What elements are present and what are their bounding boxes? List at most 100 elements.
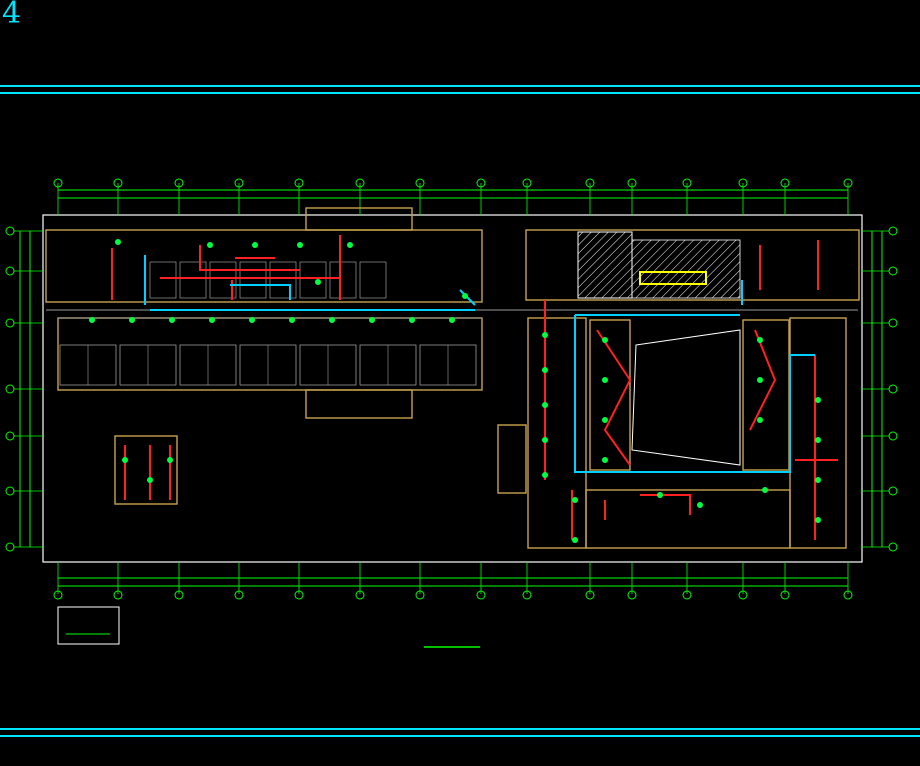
fixture-33 xyxy=(697,502,703,508)
axis-bubble-bottom-2 xyxy=(113,590,123,600)
axis-bubble-left-7 xyxy=(5,542,15,552)
frame-lines xyxy=(0,85,920,737)
fixture-6 xyxy=(89,317,95,323)
fixture-24 xyxy=(602,457,608,463)
drain-pipe-13 xyxy=(640,494,691,515)
fixture-21 xyxy=(602,337,608,343)
axis-bubble-right-1 xyxy=(888,226,898,236)
fixture-9 xyxy=(209,317,215,323)
axis-bubble-top-7 xyxy=(415,178,425,188)
west-wing-south-block xyxy=(57,317,483,391)
courtyard-outline xyxy=(631,329,741,466)
fixture-31 xyxy=(815,517,821,523)
fixture-12 xyxy=(329,317,335,323)
fixture-15 xyxy=(449,317,455,323)
axis-bubble-bottom-13 xyxy=(738,590,748,600)
service-room-5 xyxy=(269,261,297,299)
fixture-20 xyxy=(542,472,548,478)
east-wing-west-block xyxy=(527,317,587,549)
axis-bubble-top-9 xyxy=(522,178,532,188)
drain-pipe-3 xyxy=(199,245,300,271)
detached-stair-block xyxy=(114,435,178,505)
side-annex-block xyxy=(497,424,527,494)
axis-bubble-top-14 xyxy=(780,178,790,188)
fixture-4 xyxy=(297,242,303,248)
axis-bubble-left-4 xyxy=(5,384,15,394)
service-room-3 xyxy=(209,261,237,299)
axis-bubble-top-11 xyxy=(627,178,637,188)
axis-bubble-top-4 xyxy=(234,178,244,188)
fixture-38 xyxy=(147,477,153,483)
axis-bubble-bottom-12 xyxy=(682,590,692,600)
axis-bubble-bottom-4 xyxy=(234,590,244,600)
axis-bubble-right-6 xyxy=(888,486,898,496)
fixture-35 xyxy=(572,497,578,503)
service-room-7 xyxy=(329,261,357,299)
fixture-23 xyxy=(602,417,608,423)
fixture-14 xyxy=(409,317,415,323)
fixture-26 xyxy=(757,377,763,383)
axis-bubble-bottom-1 xyxy=(53,590,63,600)
dimension-chains xyxy=(19,189,883,587)
axis-bubble-top-2 xyxy=(113,178,123,188)
highlighted-equipment xyxy=(639,271,707,285)
axis-bubble-top-10 xyxy=(585,178,595,188)
axis-bubble-bottom-10 xyxy=(585,590,595,600)
fixture-2 xyxy=(207,242,213,248)
service-room-1 xyxy=(149,261,177,299)
axis-bubble-bottom-5 xyxy=(294,590,304,600)
axis-bubble-top-6 xyxy=(355,178,365,188)
axis-bubble-bottom-14 xyxy=(780,590,790,600)
fixture-13 xyxy=(369,317,375,323)
north-entry-block xyxy=(305,207,413,231)
axis-grid-layer xyxy=(5,178,898,600)
fixture-37 xyxy=(122,457,128,463)
axis-bubble-bottom-3 xyxy=(174,590,184,600)
axis-bubble-top-12 xyxy=(682,178,692,188)
axis-bubble-top-5 xyxy=(294,178,304,188)
plan-outline xyxy=(42,214,863,563)
fixture-40 xyxy=(315,279,321,285)
axis-bubble-bottom-6 xyxy=(355,590,365,600)
vent-pipe-5 xyxy=(574,315,815,473)
fixture-27 xyxy=(757,417,763,423)
fixture-41 xyxy=(462,293,468,299)
fixture-39 xyxy=(167,457,173,463)
service-room-4 xyxy=(239,261,267,299)
axis-bubble-right-5 xyxy=(888,431,898,441)
axis-bubble-top-13 xyxy=(738,178,748,188)
drain-pipe-9 xyxy=(749,329,777,431)
fixture-28 xyxy=(815,397,821,403)
fixture-36 xyxy=(572,537,578,543)
axis-bubble-top-15 xyxy=(843,178,853,188)
fixture-29 xyxy=(815,437,821,443)
fixture-32 xyxy=(657,492,663,498)
fixture-30 xyxy=(815,477,821,483)
fixture-19 xyxy=(542,437,548,443)
fixture-3 xyxy=(252,242,258,248)
axis-bubble-bottom-9 xyxy=(522,590,532,600)
axis-bubble-right-3 xyxy=(888,318,898,328)
axis-bubble-top-3 xyxy=(174,178,184,188)
axis-bubble-top-8 xyxy=(476,178,486,188)
axis-bubble-left-1 xyxy=(5,226,15,236)
fixture-22 xyxy=(602,377,608,383)
fixture-5 xyxy=(347,242,353,248)
axis-bubble-left-5 xyxy=(5,431,15,441)
east-wing-east-block xyxy=(789,317,847,549)
axis-bubble-right-4 xyxy=(888,384,898,394)
hatched-void-area xyxy=(631,239,741,299)
service-room-6 xyxy=(299,261,327,299)
axis-bubble-bottom-8 xyxy=(476,590,486,600)
fixture-17 xyxy=(542,367,548,373)
pipes-layer xyxy=(111,235,838,540)
fixture-34 xyxy=(762,487,768,493)
fixture-18 xyxy=(542,402,548,408)
hatched-core-area xyxy=(577,231,633,299)
axis-bubble-left-3 xyxy=(5,318,15,328)
fixture-11 xyxy=(289,317,295,323)
west-wing-north-block xyxy=(45,229,483,303)
axis-bubble-left-2 xyxy=(5,266,15,276)
